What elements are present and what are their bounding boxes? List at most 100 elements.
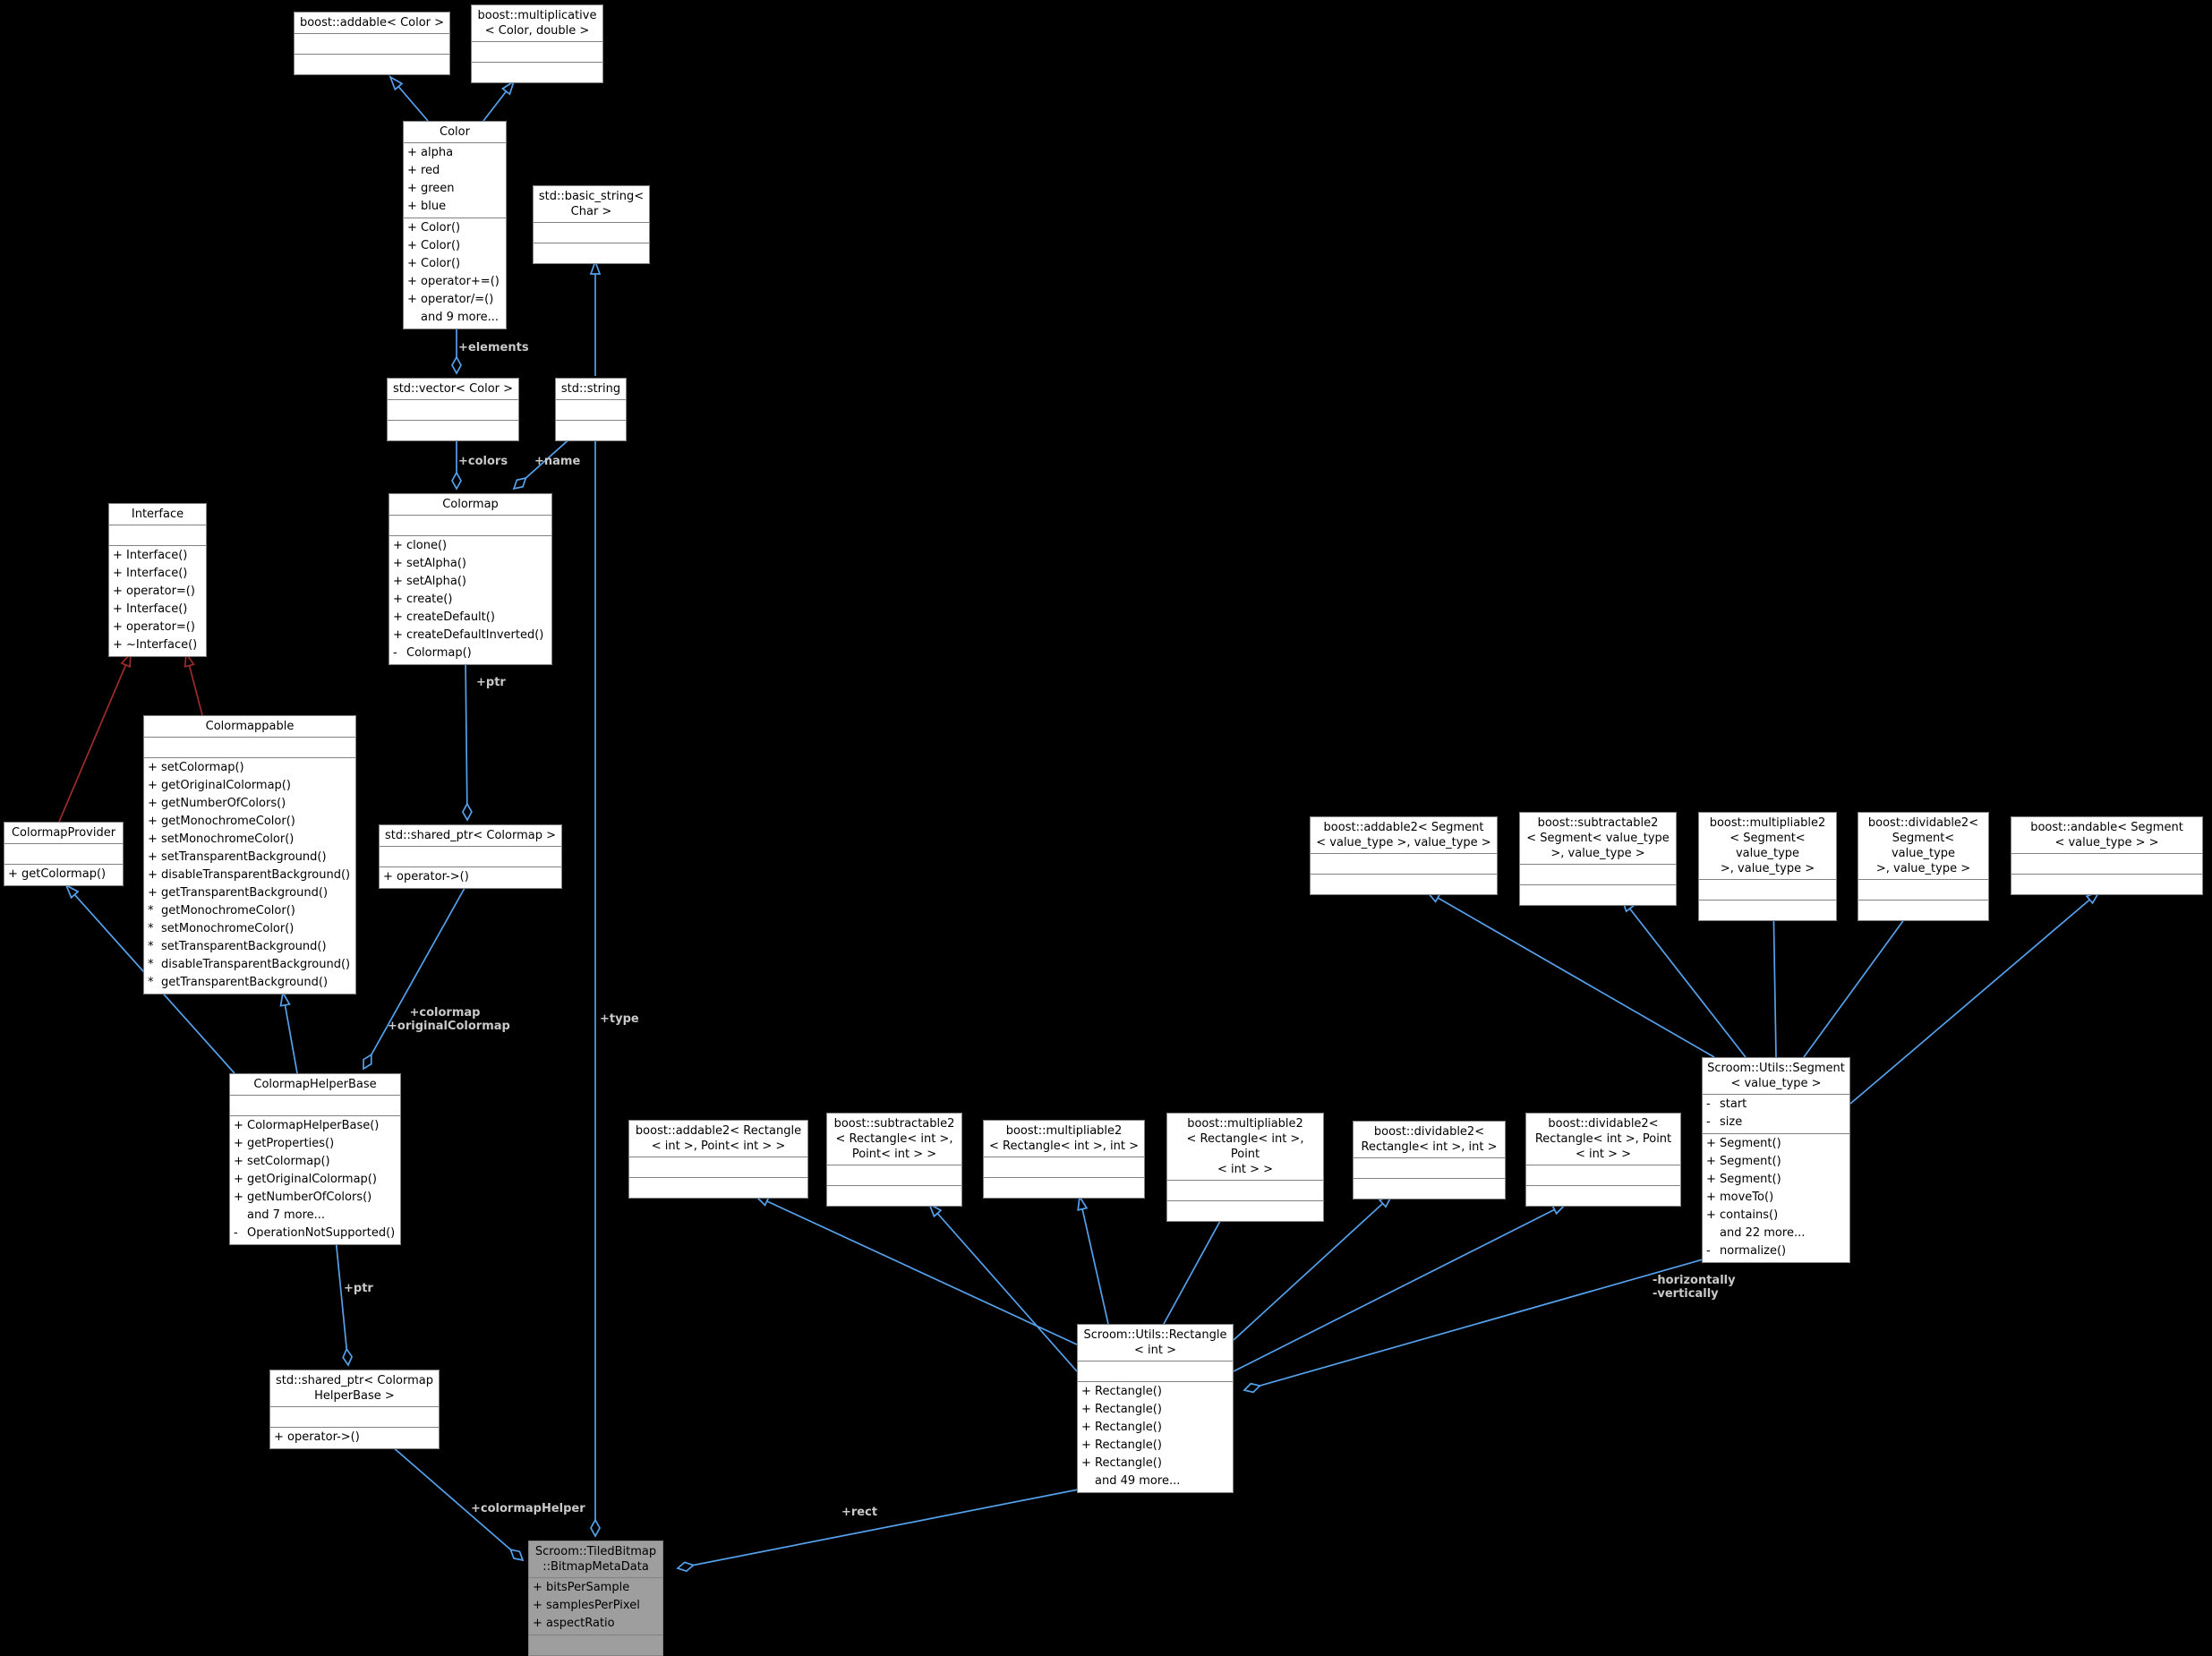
class-boost-addable2-segment[interactable]: boost::addable2< Segment < value_type >,… <box>1310 816 1498 895</box>
class-interface[interactable]: Interface +Interface()+Interface()+opera… <box>108 503 207 657</box>
attributes-section <box>1354 1157 1505 1178</box>
member: +samplesPerPixel <box>533 1599 640 1612</box>
class-colormap[interactable]: Colormap +clone()+setAlpha()+setAlpha()+… <box>389 493 552 665</box>
class-title: Color <box>440 125 470 139</box>
member: -start <box>1706 1097 1747 1111</box>
member: +createDefaultInverted() <box>393 628 544 642</box>
class-std-vector-color[interactable]: std::vector< Color > <box>387 378 519 441</box>
member: +Color() <box>407 239 461 252</box>
class-boost-addable-color[interactable]: boost::addable< Color > <box>294 12 450 75</box>
member: +Rectangle() <box>1081 1456 1162 1470</box>
member: +operator=() <box>113 620 195 634</box>
class-title: std::shared_ptr< Colormap > <box>384 829 556 842</box>
edge-label-colors: +colors <box>458 455 508 468</box>
class-title: std::vector< Color > <box>392 382 514 396</box>
methods-section: +Interface()+Interface()+operator=()+Int… <box>109 545 206 656</box>
class-title: Colormappable <box>205 720 295 733</box>
class-std-basic-string[interactable]: std::basic_string< Char > <box>533 185 650 264</box>
class-bitmap-metadata[interactable]: Scroom::TiledBitmap ::BitmapMetaData +bi… <box>528 1541 663 1656</box>
attributes-section <box>1526 1165 1680 1185</box>
class-boost-addable2-rectangle[interactable]: boost::addable2< Rectangle < int >, Poin… <box>628 1120 808 1199</box>
class-rectangle-int[interactable]: Scroom::Utils::Rectangle < int > +Rectan… <box>1077 1324 1234 1493</box>
methods-section <box>1167 1200 1323 1221</box>
methods-section <box>2011 874 2202 894</box>
class-boost-multiplicative-color[interactable]: boost::multiplicative < Color, double > <box>471 4 603 83</box>
class-boost-dividable2-segment[interactable]: boost::dividable2< Segment< value_type >… <box>1858 812 1989 921</box>
class-colormap-provider[interactable]: ColormapProvider +getColormap() <box>4 822 124 886</box>
class-boost-multipliable2-rectangle-int[interactable]: boost::multipliable2 < Rectangle< int >,… <box>983 1120 1145 1199</box>
attributes-section <box>1167 1180 1323 1200</box>
member: +moveTo() <box>1706 1191 1774 1204</box>
class-shared-ptr-colormap[interactable]: std::shared_ptr< Colormap > +operator->(… <box>379 824 562 889</box>
class-colormap-helper-base[interactable]: ColormapHelperBase +ColormapHelperBase()… <box>229 1073 401 1245</box>
attributes-section <box>295 33 449 54</box>
class-boost-multipliable2-segment[interactable]: boost::multipliable2 < Segment< value_ty… <box>1698 812 1837 921</box>
member: +operator->() <box>383 870 469 883</box>
methods-section <box>472 62 602 82</box>
class-title: boost::subtractable2 < Segment< value_ty… <box>1526 816 1670 860</box>
class-boost-dividable2-rectangle-point[interactable]: boost::dividable2< Rectangle< int >, Poi… <box>1525 1113 1681 1207</box>
methods-section <box>388 420 518 440</box>
class-boost-multipliable2-rectangle-point[interactable]: boost::multipliable2 < Rectangle< int >,… <box>1166 1113 1324 1222</box>
class-title: std::basic_string< Char > <box>538 190 645 218</box>
class-title: Scroom::TiledBitmap ::BitmapMetaData <box>534 1545 657 1574</box>
member: +setTransparentBackground() <box>148 850 327 864</box>
attributes-section <box>109 525 206 545</box>
class-boost-subtractable2-rectangle[interactable]: boost::subtractable2 < Rectangle< int >,… <box>826 1113 962 1207</box>
class-colormappable[interactable]: Colormappable +setColormap()+getOriginal… <box>143 715 356 994</box>
methods-section: +getColormap() <box>4 864 123 885</box>
attributes-section <box>2011 853 2202 874</box>
class-std-string[interactable]: std::string <box>555 378 627 441</box>
attributes-section: +alpha+red+green+blue <box>404 142 506 218</box>
member: +setColormap() <box>148 761 244 774</box>
member: +Rectangle() <box>1081 1403 1162 1416</box>
methods-section <box>529 1635 662 1655</box>
class-title: ColormapProvider <box>11 826 116 840</box>
class-boost-andable-segment[interactable]: boost::andable< Segment < value_type > > <box>2011 816 2203 895</box>
member: +Interface() <box>113 549 188 562</box>
class-title: std::shared_ptr< Colormap HelperBase > <box>276 1374 433 1403</box>
member: +setAlpha() <box>393 557 466 570</box>
member: *setMonochromeColor() <box>148 922 295 935</box>
member: *disableTransparentBackground() <box>148 958 351 971</box>
methods-section <box>1699 900 1836 920</box>
edge-label-elements: +elements <box>458 341 529 354</box>
member: +getNumberOfColors() <box>148 797 286 810</box>
methods-section <box>1520 884 1676 905</box>
methods-section <box>1526 1185 1680 1206</box>
attributes-section <box>1858 879 1988 900</box>
class-segment[interactable]: Scroom::Utils::Segment < value_type > -s… <box>1702 1057 1850 1263</box>
class-title: boost::subtractable2 < Rectangle< int >,… <box>833 1117 955 1161</box>
attributes-section <box>389 515 551 535</box>
edge-label-rect: +rect <box>841 1506 878 1519</box>
class-boost-subtractable2-segment[interactable]: boost::subtractable2 < Segment< value_ty… <box>1519 812 1677 906</box>
class-title: boost::dividable2< Segment< value_type >… <box>1867 816 1979 875</box>
methods-section <box>1311 874 1497 894</box>
attributes-section: +bitsPerSample+samplesPerPixel+aspectRat… <box>529 1577 662 1635</box>
methods-section <box>629 1177 807 1198</box>
methods-section <box>984 1177 1144 1198</box>
methods-section: +setColormap()+getOriginalColormap()+get… <box>144 757 355 994</box>
attributes-section <box>1078 1361 1233 1381</box>
class-title: std::string <box>560 382 621 396</box>
member: +Rectangle() <box>1081 1421 1162 1434</box>
class-boost-dividable2-rectangle-int[interactable]: boost::dividable2< Rectangle< int >, int… <box>1353 1121 1506 1199</box>
member: -normalize() <box>1706 1244 1787 1258</box>
member: +setMonochromeColor() <box>148 832 295 846</box>
member: +Color() <box>407 221 461 235</box>
methods-section: +Rectangle()+Rectangle()+Rectangle()+Rec… <box>1078 1381 1233 1492</box>
attributes-section <box>556 399 626 420</box>
attributes-section <box>1520 864 1676 884</box>
edge-label-colormaphelper: +colormapHelper <box>471 1502 585 1515</box>
member: +green <box>407 182 455 195</box>
edge-label-type: +type <box>600 1012 639 1026</box>
member: +setAlpha() <box>393 575 466 588</box>
attributes-section <box>984 1157 1144 1177</box>
member: and 9 more... <box>421 311 500 324</box>
methods-section <box>556 420 626 440</box>
class-color[interactable]: Color +alpha+red+green+blue +Color() +Col… <box>403 121 507 329</box>
class-title: boost::dividable2< Rectangle< int >, int… <box>1361 1125 1498 1154</box>
class-shared-ptr-colormap-helper-base[interactable]: std::shared_ptr< Colormap HelperBase > +… <box>269 1370 440 1449</box>
member: -size <box>1706 1115 1743 1129</box>
